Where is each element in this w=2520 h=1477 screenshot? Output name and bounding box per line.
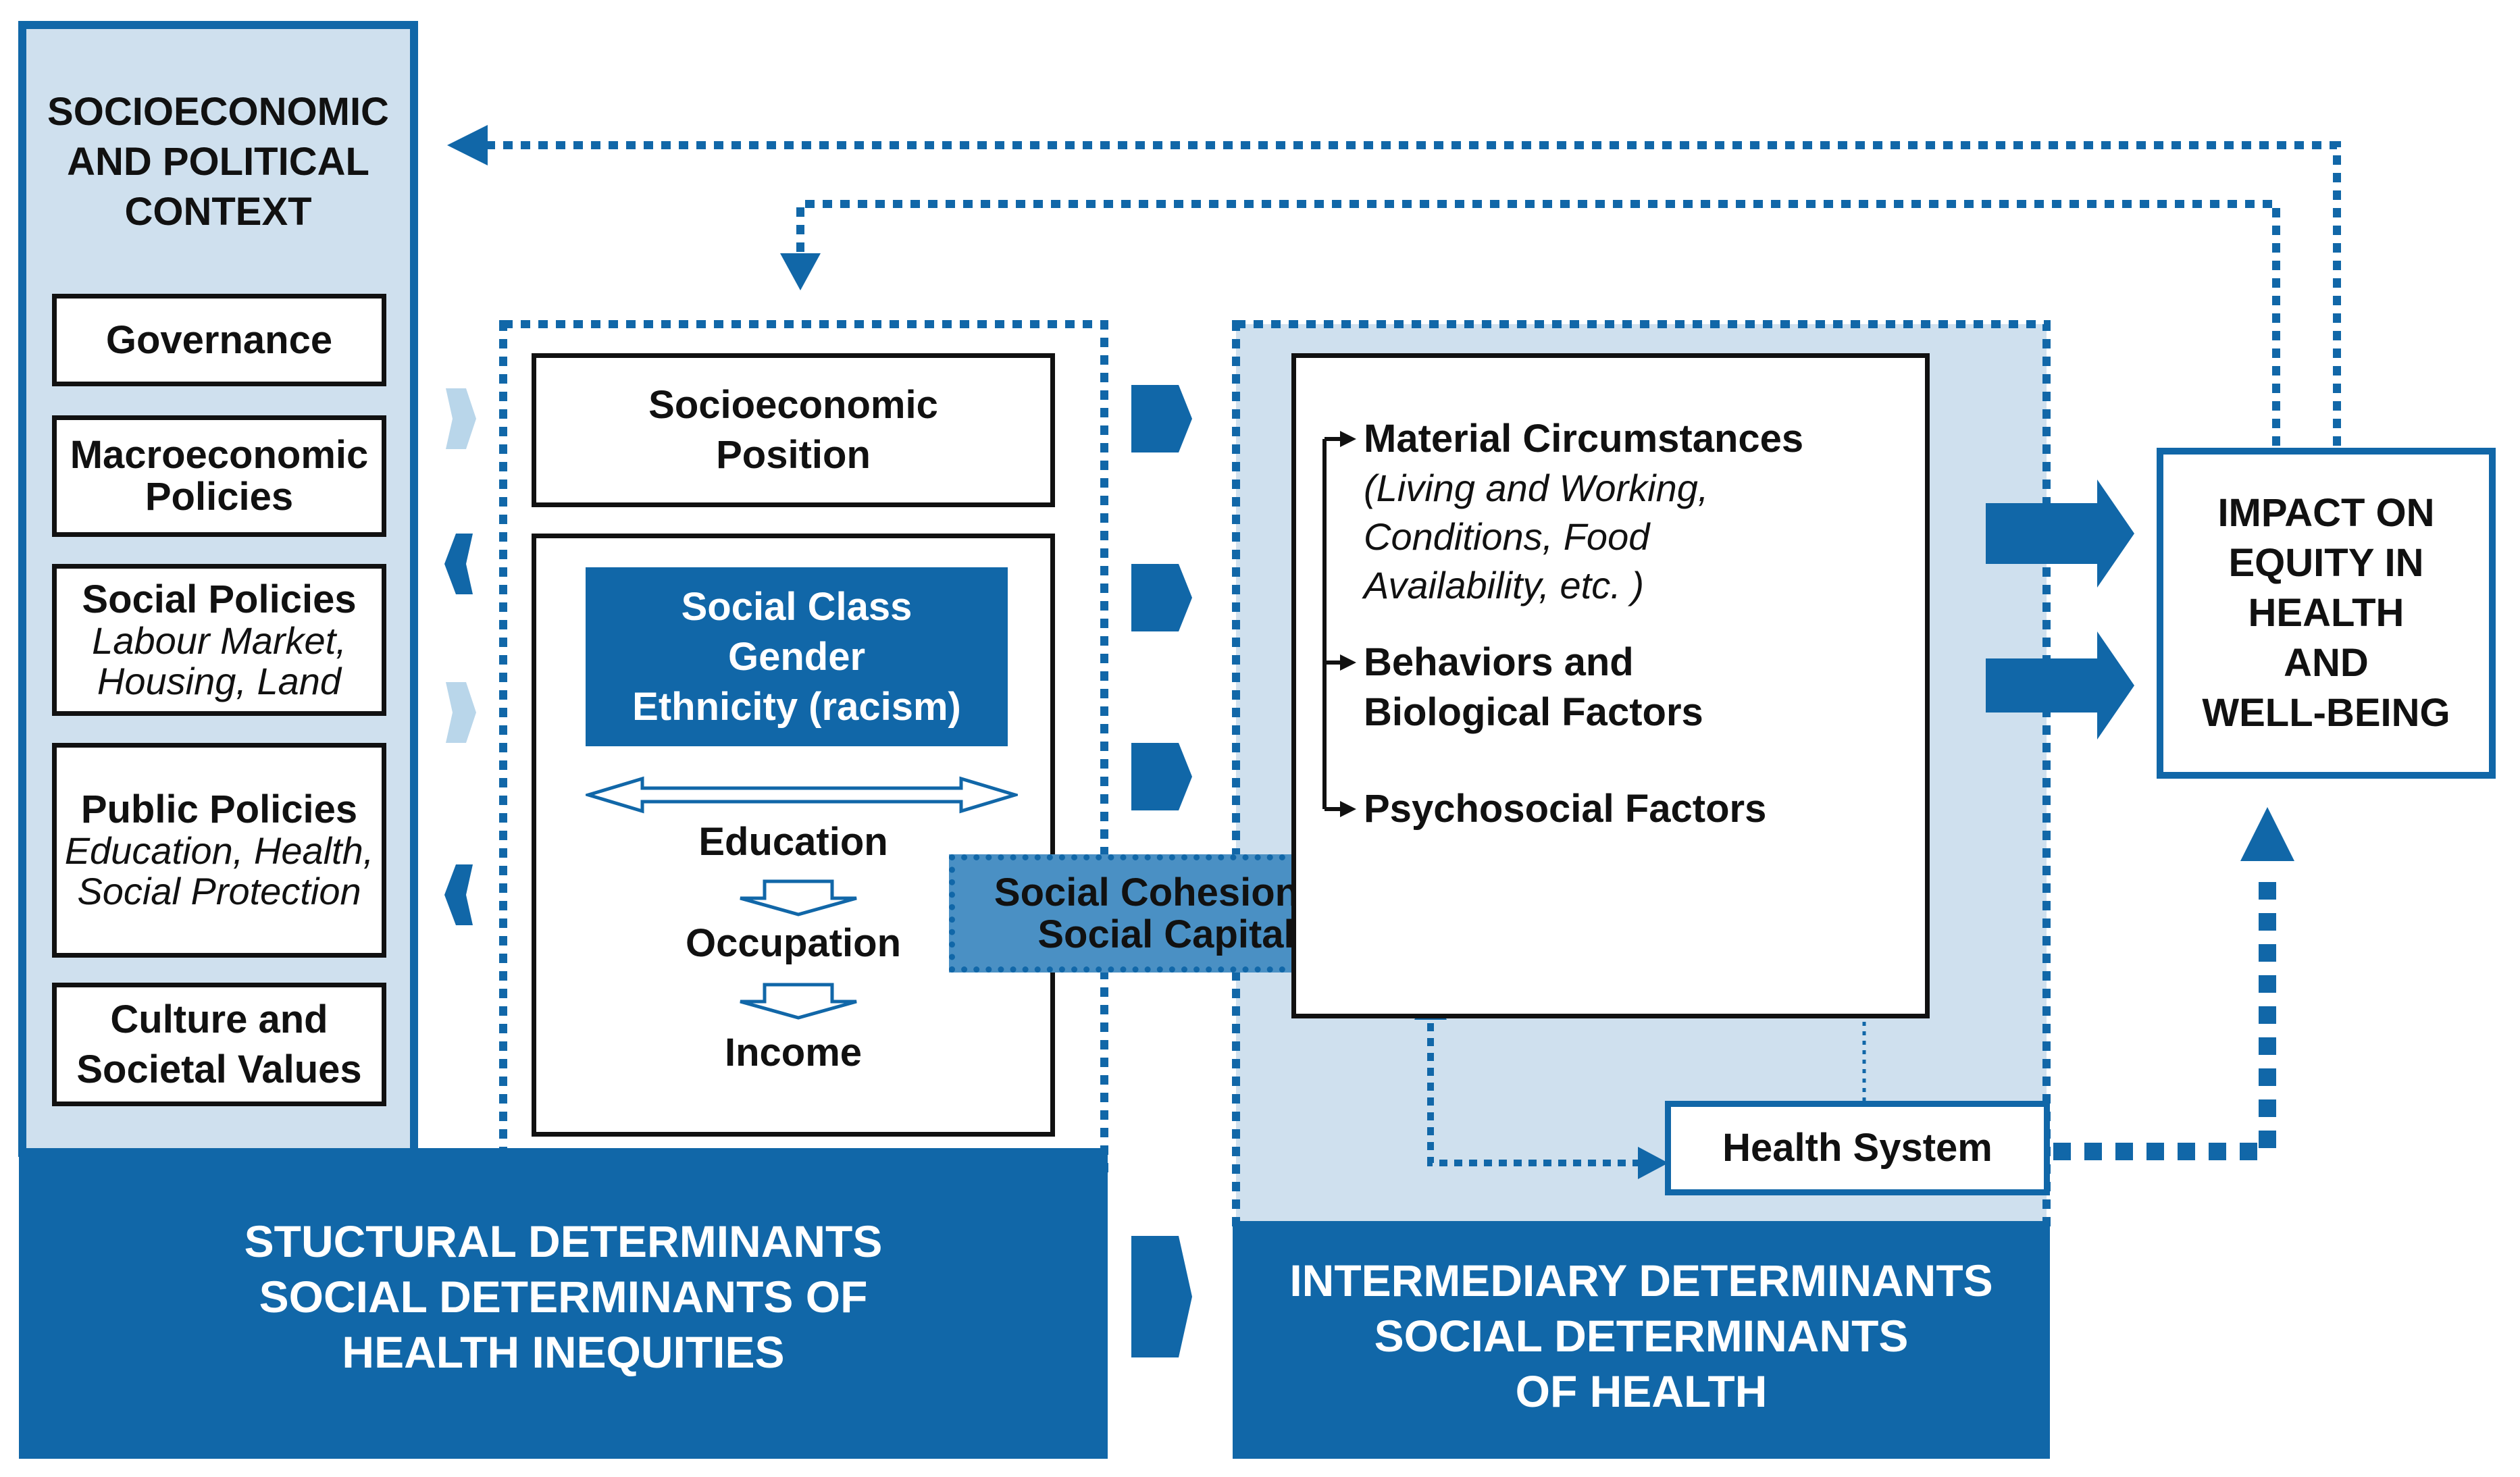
structural-to-intermediary-arrow-3 bbox=[1131, 743, 1192, 810]
income-label: Income bbox=[724, 1031, 863, 1074]
education-label: Education bbox=[698, 820, 888, 864]
socioeconomic-position-box: Socioeconomic Position bbox=[532, 353, 1055, 507]
intermediary-dotted-frame bbox=[1232, 320, 2051, 1233]
impact-line-5: WELL-BEING bbox=[2202, 691, 2450, 735]
health-system-arrowhead-right bbox=[1638, 1147, 1668, 1179]
intermediary-banner: INTERMEDIARY DETERMINANTS SOCIAL DETERMI… bbox=[1233, 1235, 2050, 1437]
social-class-line-1: Social Class bbox=[681, 584, 912, 629]
culture-line-2: Societal Values bbox=[76, 1047, 362, 1091]
structural-banner: STUCTURAL DETERMINANTS SOCIAL DETERMINAN… bbox=[19, 1195, 1108, 1398]
social-class-box: Social Class Gender Ethnicity (racism) bbox=[586, 567, 1008, 746]
context-title: SOCIOECONOMIC AND POLITICAL CONTEXT bbox=[30, 84, 406, 240]
structural-to-intermediary-arrow-2 bbox=[1131, 564, 1192, 631]
context-arrow-2 bbox=[444, 534, 473, 594]
structural-banner-line-1: STUCTURAL DETERMINANTS bbox=[244, 1216, 883, 1266]
social-policies-detail-2: Housing, Land bbox=[97, 659, 342, 702]
intermediary-to-impact-arrow-1 bbox=[1986, 480, 2134, 588]
behaviors-line-1: Behaviors and bbox=[1364, 640, 1634, 684]
intermediary-to-impact-arrow-2 bbox=[1986, 631, 2134, 740]
down-arrow-education-occupation bbox=[740, 879, 857, 916]
context-title-line-3: CONTEXT bbox=[124, 190, 312, 234]
education-label-wrap: Education bbox=[536, 815, 1050, 869]
occupation-label: Occupation bbox=[685, 921, 902, 965]
intermediary-banner-line-3: OF HEALTH bbox=[1515, 1366, 1768, 1416]
feedback-arrowhead-to-position bbox=[780, 253, 821, 290]
social-class-line-3: Ethnicity (racism) bbox=[632, 684, 961, 729]
public-policies-detail-1: Education, Health, bbox=[64, 829, 374, 872]
macroeconomic-line-2: Policies bbox=[145, 475, 294, 519]
context-title-line-2: AND POLITICAL bbox=[67, 140, 369, 184]
health-system-box: Health System bbox=[1665, 1101, 2050, 1195]
intermediary-banner-line-1: INTERMEDIARY DETERMINANTS bbox=[1289, 1255, 1993, 1305]
material-detail-line-2: Conditions, Food bbox=[1364, 515, 1650, 558]
position-detail-box: Social Class Gender Ethnicity (racism) E… bbox=[532, 534, 1055, 1137]
position-title-line-1: Socioeconomic bbox=[648, 383, 938, 427]
culture-line-1: Culture and bbox=[110, 997, 328, 1041]
factors-bracket bbox=[1322, 431, 1356, 817]
feedback-arrowhead-to-context bbox=[447, 125, 488, 165]
governance-box: Governance bbox=[52, 294, 386, 386]
intermediary-factors-box: Material Circumstances (Living and Worki… bbox=[1291, 353, 1930, 1018]
context-arrow-3 bbox=[446, 682, 476, 743]
impact-line-1: IMPACT ON bbox=[2217, 491, 2435, 535]
structural-banner-line-2: SOCIAL DETERMINANTS OF bbox=[259, 1272, 868, 1322]
macroeconomic-line-1: Macroeconomic bbox=[70, 433, 369, 477]
health-system-to-impact-arrowhead bbox=[2240, 807, 2294, 861]
health-system-to-impact-path bbox=[2053, 878, 2276, 1160]
structural-to-intermediary-arrow-1 bbox=[1131, 385, 1192, 452]
impact-line-4: AND bbox=[2284, 641, 2369, 685]
context-arrow-4 bbox=[444, 864, 473, 925]
feedback-loop-to-context bbox=[476, 141, 2341, 446]
structural-banner-line-3: HEALTH INEQUITIES bbox=[342, 1327, 785, 1377]
income-label-wrap: Income bbox=[536, 1026, 1050, 1080]
banner-connector-arrow bbox=[1131, 1236, 1192, 1357]
structural-banner-bg bbox=[19, 1148, 1108, 1459]
social-policies-detail-1: Labour Market, bbox=[92, 619, 346, 662]
social-policies-title: Social Policies bbox=[82, 577, 357, 621]
impact-box: IMPACT ON EQUITY IN HEALTH AND WELL-BEIN… bbox=[2157, 448, 2496, 779]
down-arrow-occupation-income bbox=[740, 983, 857, 1020]
macroeconomic-box: Macroeconomic Policies bbox=[52, 415, 386, 537]
intermediary-banner-bg bbox=[1233, 1221, 2050, 1459]
impact-line-2: EQUITY IN bbox=[2228, 541, 2424, 585]
material-detail-line-3: Availability, etc. ) bbox=[1364, 564, 1644, 606]
social-class-line-2: Gender bbox=[727, 634, 866, 679]
feedback-loop-to-position bbox=[796, 200, 2280, 446]
social-policies-box: Social Policies Labour Market, Housing, … bbox=[52, 564, 386, 716]
impact-line-3: HEALTH bbox=[2248, 591, 2405, 635]
occupation-label-wrap: Occupation bbox=[536, 916, 1050, 970]
health-system-label: Health System bbox=[1722, 1126, 1992, 1170]
psychosocial-label: Psychosocial Factors bbox=[1364, 787, 1767, 831]
cohesion-line-1: Social Cohesion & bbox=[994, 870, 1339, 914]
governance-label: Governance bbox=[105, 317, 333, 362]
double-headed-arrow bbox=[586, 776, 1018, 814]
public-policies-detail-2: Social Protection bbox=[77, 870, 361, 912]
intermediary-banner-line-2: SOCIAL DETERMINANTS bbox=[1374, 1311, 1909, 1361]
factors-list: Material Circumstances (Living and Worki… bbox=[1364, 358, 1918, 966]
context-arrow-1 bbox=[446, 388, 476, 449]
public-policies-title: Public Policies bbox=[80, 787, 358, 831]
material-detail-line-1: (Living and Working, bbox=[1364, 467, 1709, 509]
health-system-to-factors-path bbox=[1427, 1023, 1640, 1166]
context-title-line-1: SOCIOECONOMIC bbox=[47, 90, 389, 134]
culture-box: Culture and Societal Values bbox=[52, 983, 386, 1106]
cohesion-line-2: Social Capital bbox=[1037, 912, 1295, 956]
material-circumstances-label: Material Circumstances bbox=[1364, 417, 1804, 461]
behaviors-line-2: Biological Factors bbox=[1364, 690, 1703, 734]
position-title-line-2: Position bbox=[716, 433, 871, 477]
public-policies-box: Public Policies Education, Health, Socia… bbox=[52, 743, 386, 958]
structural-dotted-frame bbox=[499, 320, 1108, 1179]
